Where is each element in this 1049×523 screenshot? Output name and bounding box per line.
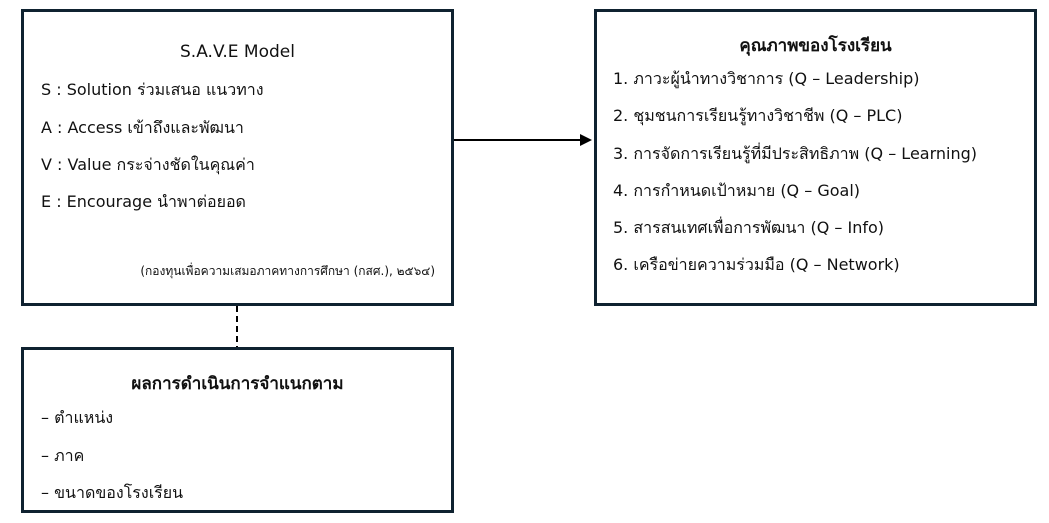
- results-item-region: – ภาค: [41, 446, 85, 465]
- results-box: ผลการดำเนินการจำแนกตาม – ตำแหน่ง – ภาค –…: [21, 347, 454, 513]
- school-quality-box: คุณภาพของโรงเรียน 1. ภาวะผู้นำทางวิชาการ…: [594, 9, 1037, 306]
- save-item-a: A : Access เข้าถึงและพัฒนา: [41, 118, 244, 137]
- results-item-school-size: – ขนาดของโรงเรียน: [41, 483, 184, 502]
- quality-item: 4. การกำหนดเป้าหมาย (Q – Goal): [613, 181, 860, 200]
- quality-item: 3. การจัดการเรียนรู้ที่มีประสิทธิภาพ (Q …: [613, 144, 978, 163]
- results-title: ผลการดำเนินการจำแนกตาม: [131, 374, 344, 394]
- quality-item: 1. ภาวะผู้นำทางวิชาการ (Q – Leadership): [613, 69, 920, 88]
- save-model-box: S.A.V.E Model S : Solution ร่วมเสนอ แนวท…: [21, 9, 454, 306]
- save-item-v: V : Value กระจ่างชัดในคุณค่า: [41, 155, 255, 174]
- arrow-head-icon: [580, 134, 592, 146]
- save-item-s: S : Solution ร่วมเสนอ แนวทาง: [41, 80, 264, 99]
- quality-item: 2. ชุมชนการเรียนรู้ทางวิชาชีพ (Q – PLC): [613, 106, 903, 125]
- school-quality-title: คุณภาพของโรงเรียน: [739, 36, 892, 56]
- quality-item: 5. สารสนเทศเพื่อการพัฒนา (Q – Info): [613, 218, 884, 237]
- save-item-e: E : Encourage นำพาต่อยอด: [41, 192, 246, 211]
- citation: (กองทุนเพื่อความเสมอภาคทางการศึกษา (กสศ.…: [140, 264, 435, 278]
- save-model-title: S.A.V.E Model: [180, 42, 295, 62]
- quality-item: 6. เครือข่ายความร่วมมือ (Q – Network): [613, 255, 900, 274]
- results-item-position: – ตำแหน่ง: [41, 408, 114, 427]
